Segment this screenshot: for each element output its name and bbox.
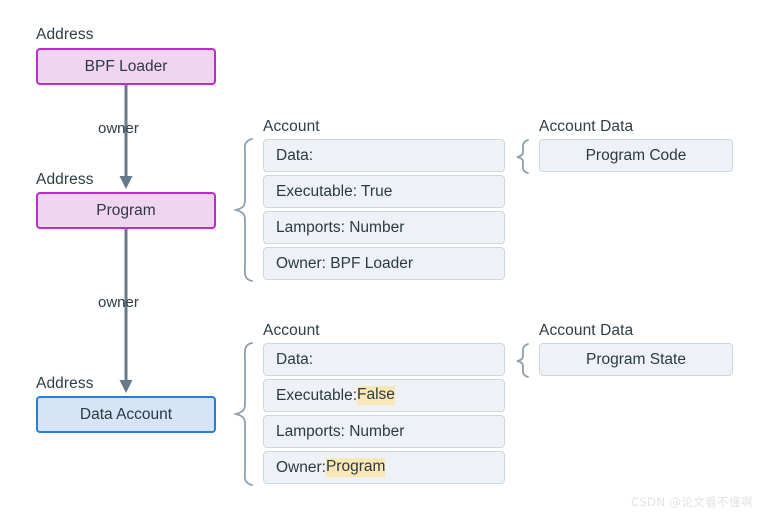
row-text: Owner: — [276, 458, 326, 476]
account-data-label: Program State — [586, 350, 686, 368]
edge-arrow-program-dataaccount — [119, 229, 133, 393]
row-text: Executable: — [276, 386, 357, 404]
edge-label-owner-2: owner — [98, 294, 139, 311]
row-text: Executable: True — [276, 182, 393, 200]
account-row[interactable]: Owner:Program — [263, 451, 505, 484]
account-row[interactable]: Owner: BPF Loader — [263, 247, 505, 280]
account-data-box-program-code[interactable]: Program Code — [539, 139, 733, 172]
node-bpf-loader[interactable]: BPF Loader — [36, 48, 216, 85]
row-text: Lamports: Number — [276, 218, 405, 236]
account-row[interactable]: Lamports: Number — [263, 415, 505, 448]
row-text: Data: — [276, 146, 314, 164]
node-program[interactable]: Program — [36, 192, 216, 229]
brace-account-data-1 — [516, 139, 529, 174]
watermark: CSDN @论文看不懂啊 — [631, 495, 753, 509]
account-row[interactable]: Executable:False — [263, 379, 505, 412]
node-bpf-loader-label: BPF Loader — [84, 57, 168, 75]
row-text: Data: — [276, 350, 314, 368]
account-row[interactable]: Data: — [263, 139, 505, 172]
account-data-box-program-state[interactable]: Program State — [539, 343, 733, 376]
edge-arrow-bpfloader-program — [119, 85, 133, 189]
account-row[interactable]: Lamports: Number — [263, 211, 505, 244]
account-caption-1: Account — [263, 118, 320, 135]
node-data-account[interactable]: Data Account — [36, 396, 216, 433]
row-highlight: False — [357, 386, 395, 405]
address-caption-data-account: Address — [36, 375, 94, 392]
account-data-label: Program Code — [585, 146, 687, 164]
account-data-caption-2: Account Data — [539, 322, 634, 339]
brace-account-group-1 — [232, 138, 253, 282]
brace-account-group-2 — [232, 342, 253, 486]
brace-account-data-2 — [516, 343, 529, 378]
account-caption-2: Account — [263, 322, 320, 339]
account-row[interactable]: Data: — [263, 343, 505, 376]
row-highlight: Program — [325, 458, 386, 477]
row-text: Lamports: Number — [276, 422, 405, 440]
edge-label-owner-1: owner — [98, 120, 139, 137]
address-caption-program: Address — [36, 171, 94, 188]
account-data-caption-1: Account Data — [539, 118, 634, 135]
row-text: Owner: BPF Loader — [276, 254, 413, 272]
address-caption-bpf-loader: Address — [36, 26, 94, 43]
node-program-label: Program — [96, 201, 156, 219]
account-row[interactable]: Executable: True — [263, 175, 505, 208]
node-data-account-label: Data Account — [79, 405, 173, 423]
